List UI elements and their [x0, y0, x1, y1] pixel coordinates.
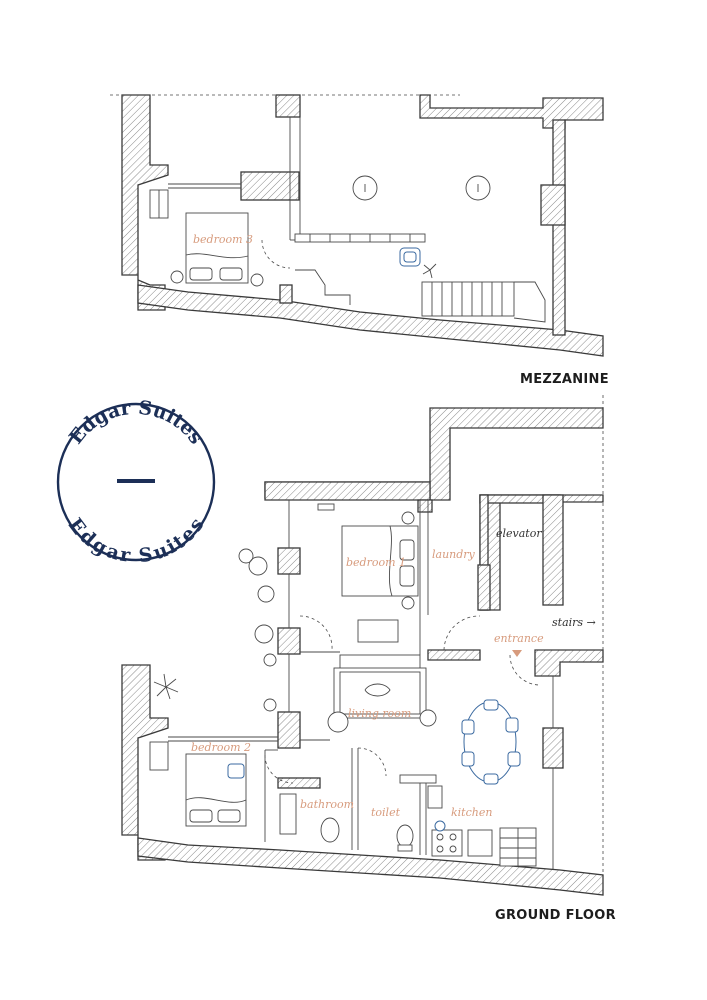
- logo-divider: [117, 479, 155, 483]
- lamp-icon: [401, 511, 415, 525]
- stairs-label: stairs →: [552, 616, 596, 629]
- bed-icon: [341, 525, 419, 597]
- room-label-living-room: living room: [348, 707, 411, 720]
- sofa-icon: [333, 654, 427, 719]
- mezzanine-plan: [110, 94, 604, 357]
- entrance-arrow-icon: [512, 650, 522, 657]
- pillar: [240, 171, 300, 201]
- stove-icon: [431, 829, 463, 857]
- staircase-icon: [499, 827, 537, 867]
- pillar: [279, 284, 293, 304]
- lamp-icon: [401, 596, 415, 610]
- sink-icon: [320, 817, 340, 843]
- room-label-kitchen: kitchen: [451, 806, 492, 819]
- mezzanine-right-wall: [552, 119, 566, 336]
- fridge-icon: [427, 785, 443, 809]
- wardrobe-icon: [149, 741, 169, 771]
- room-label-bedroom2: bedroom 2: [191, 741, 251, 754]
- mezzanine-left-wall: [121, 94, 169, 311]
- mezzanine-top-wall: [419, 94, 604, 129]
- staircase-icon: [421, 281, 546, 323]
- room-label-laundry: laundry: [432, 548, 476, 561]
- armchair-icon: [327, 711, 349, 733]
- ground-top-wall: [264, 481, 431, 501]
- bed-icon: [185, 753, 247, 827]
- ground-floor-title: GROUND FLOOR: [495, 908, 616, 923]
- room-label-bedroom3: bedroom 3: [193, 233, 253, 246]
- lamp-icon: [170, 270, 184, 284]
- armchair-icon: [227, 763, 245, 779]
- sink-icon: [467, 829, 493, 857]
- shower-icon: [279, 793, 297, 835]
- elevator-wall: [479, 494, 604, 611]
- room-label-elevator: elevator: [496, 527, 542, 540]
- mezzanine-title: MEZZANINE: [520, 372, 609, 387]
- ground-floor-plan: [121, 395, 604, 896]
- armchair-icon: [419, 709, 437, 727]
- room-label-bedroom1: bedroom 1: [346, 556, 406, 569]
- pillar: [540, 184, 566, 226]
- room-label-entrance: entrance: [494, 632, 544, 645]
- ground-bottom-wall: [137, 837, 604, 896]
- bed-icon: [185, 212, 249, 284]
- pillar: [542, 727, 564, 769]
- edgar-suites-logo: Edgar Suites Edgar Suites: [56, 397, 216, 567]
- room-label-toilet: toilet: [371, 806, 401, 819]
- pillar: [534, 649, 604, 677]
- pillar: [275, 94, 301, 118]
- pillar: [277, 627, 301, 655]
- dining-table-icon: [461, 699, 521, 785]
- shelf-icon: [317, 503, 335, 511]
- stool-icon: [434, 820, 446, 832]
- wardrobe-icon: [357, 619, 399, 643]
- counter-icon: [399, 774, 437, 784]
- pillar: [277, 711, 301, 749]
- pendant-light-icon: [352, 175, 378, 201]
- lamp-icon: [250, 273, 264, 287]
- plant-icon: [153, 548, 277, 712]
- toilet-icon: [396, 824, 414, 848]
- pillar: [277, 547, 301, 575]
- room-label-bathroom: bathroom: [300, 798, 354, 811]
- pillar: [542, 494, 564, 606]
- mezzanine-bottom-wall: [137, 284, 604, 357]
- pendant-light-icon: [465, 175, 491, 201]
- plant-icon: [422, 263, 437, 279]
